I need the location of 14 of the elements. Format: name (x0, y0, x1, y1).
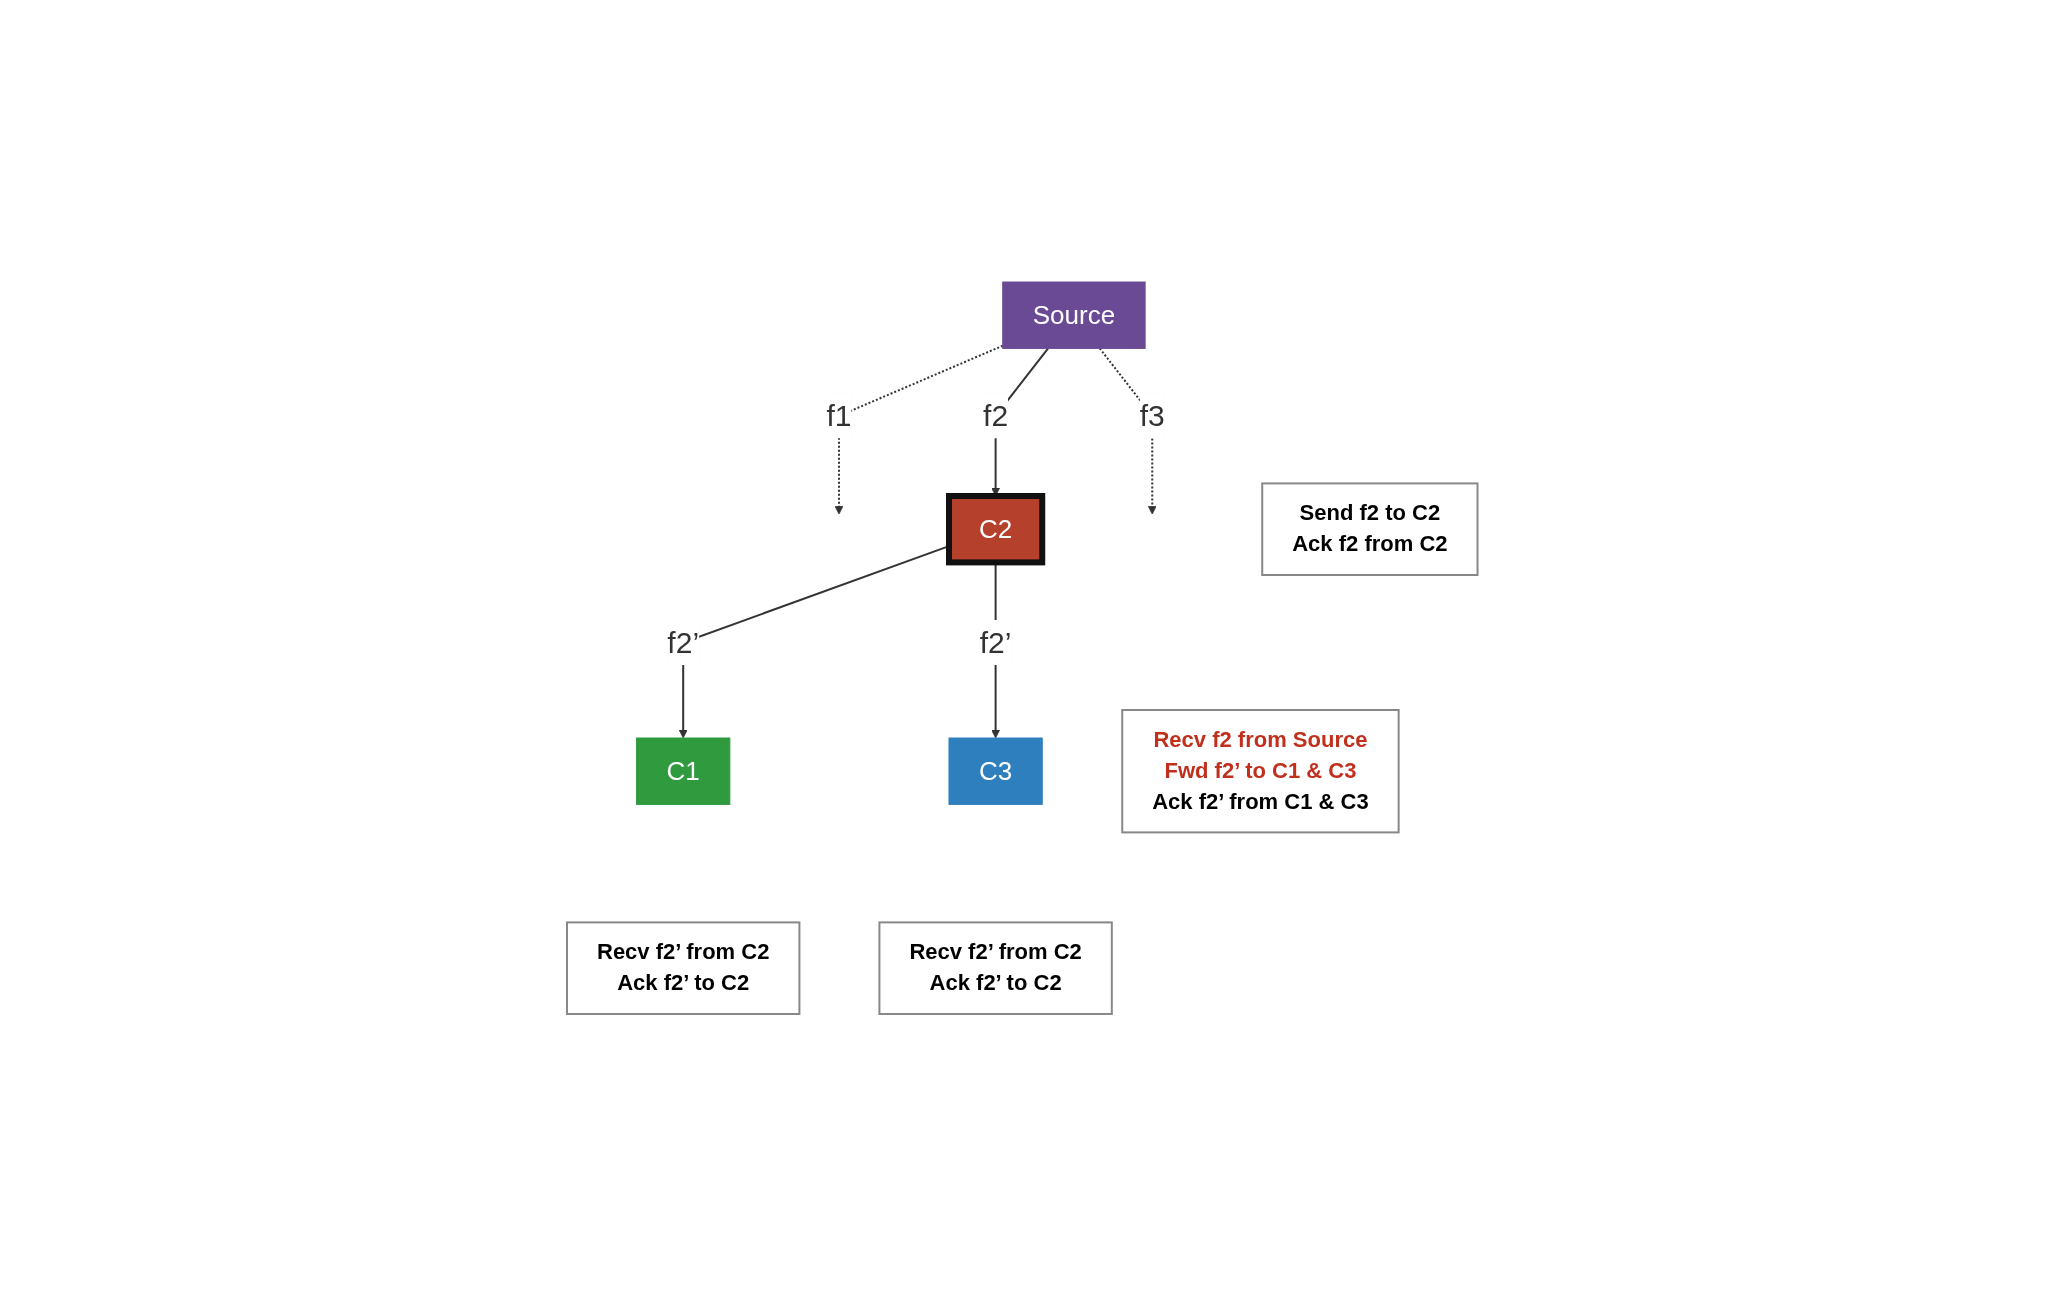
node-box: Source (1002, 281, 1146, 349)
node-box: C1 (636, 737, 731, 805)
node-box: Recv f2’ from C2 Ack f2’ to C2 (566, 921, 801, 1015)
edge-label: f3 (1139, 399, 1165, 433)
node-box: Recv f2’ from C2 Ack f2’ to C2 (878, 921, 1114, 1015)
edge-label: f2’ (667, 626, 700, 659)
node-box: C2 (946, 493, 1046, 566)
node-box: Recv f2 from Source Fwd f2’ to C1 & C3 Ack f2’ from C1 & C3 (1121, 709, 1400, 834)
node-box: C3 (948, 737, 1043, 805)
edge-label: f1 (826, 399, 852, 433)
edge-label: f2’ (980, 626, 1012, 659)
edge-label: f2 (983, 399, 1009, 433)
arrow (834, 344, 1004, 515)
node-box: Send f2 to C2 Ack f2 from C2 (1261, 482, 1479, 576)
